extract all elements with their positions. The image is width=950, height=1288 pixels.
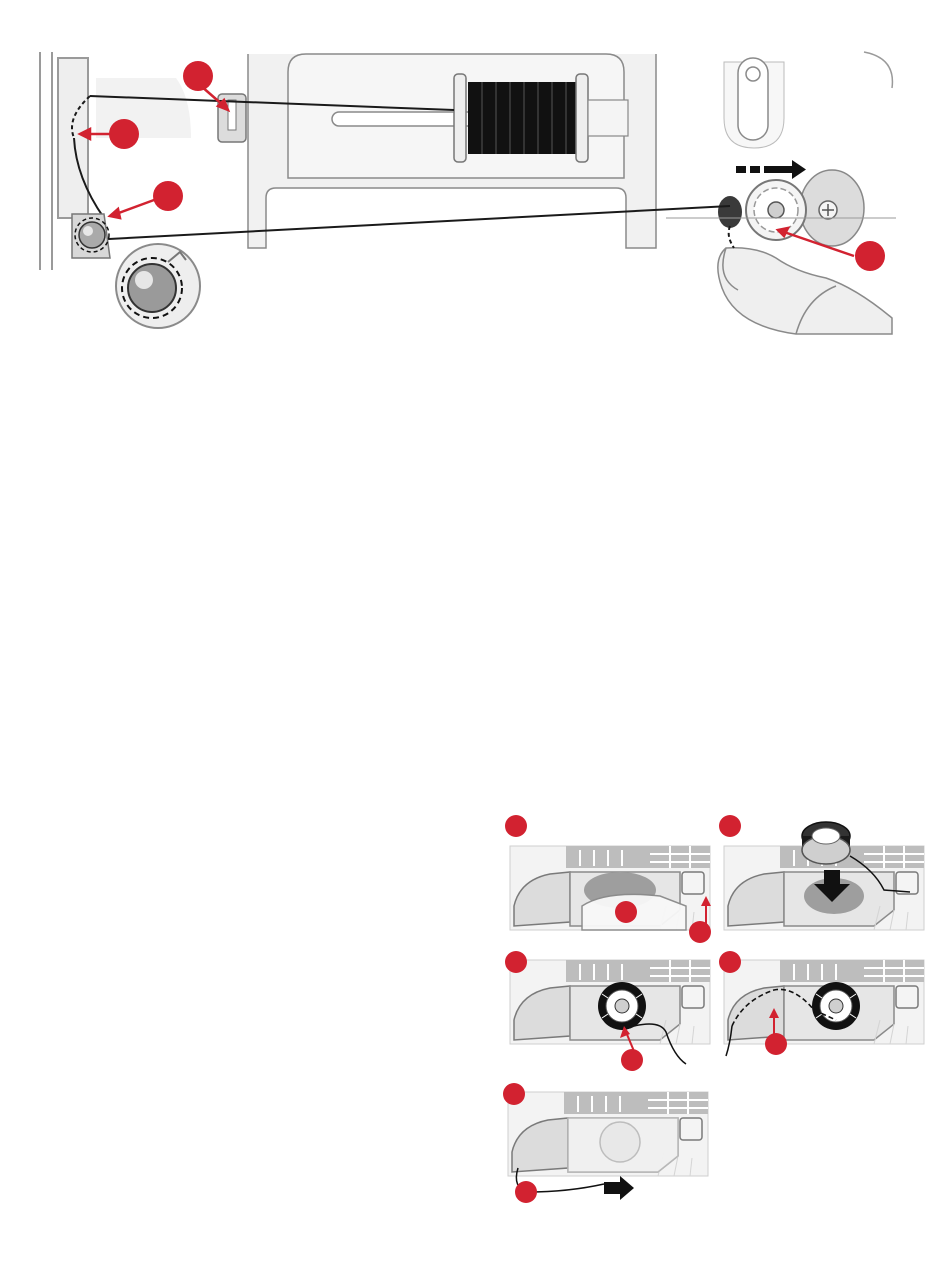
callout-dot xyxy=(183,61,213,91)
step-panel-1 xyxy=(510,846,711,943)
step-badge xyxy=(503,1083,525,1105)
bobbin-insertion-svg xyxy=(498,808,930,1208)
step-panel-3 xyxy=(510,960,710,1071)
magnifier-detail xyxy=(116,244,200,328)
callout-dot xyxy=(689,921,711,943)
callout-dot xyxy=(621,1049,643,1071)
callout-dot xyxy=(615,901,637,923)
callout-dot xyxy=(515,1181,537,1203)
callout-dot xyxy=(153,181,183,211)
step-panel-2 xyxy=(724,822,924,930)
step-badge xyxy=(719,815,741,837)
tension-disc-icon xyxy=(72,214,110,258)
step-badge xyxy=(505,951,527,973)
callout-dot xyxy=(109,119,139,149)
spool-housing xyxy=(248,54,656,248)
bobbin-winding-illustration xyxy=(36,48,896,340)
callout-dot xyxy=(855,241,885,271)
bobbin-icon xyxy=(802,822,850,864)
step-panel-4 xyxy=(724,960,924,1056)
step-panel-5 xyxy=(508,1092,708,1203)
bobbin-insertion-illustration xyxy=(498,808,930,1208)
step-badge xyxy=(505,815,527,837)
arrow-right-icon xyxy=(604,1176,634,1200)
arrow-right-icon xyxy=(736,160,806,179)
bobbin-winding-svg xyxy=(36,48,896,340)
step-badge xyxy=(719,951,741,973)
winder-arm xyxy=(724,52,892,148)
callout-dot xyxy=(765,1033,787,1055)
